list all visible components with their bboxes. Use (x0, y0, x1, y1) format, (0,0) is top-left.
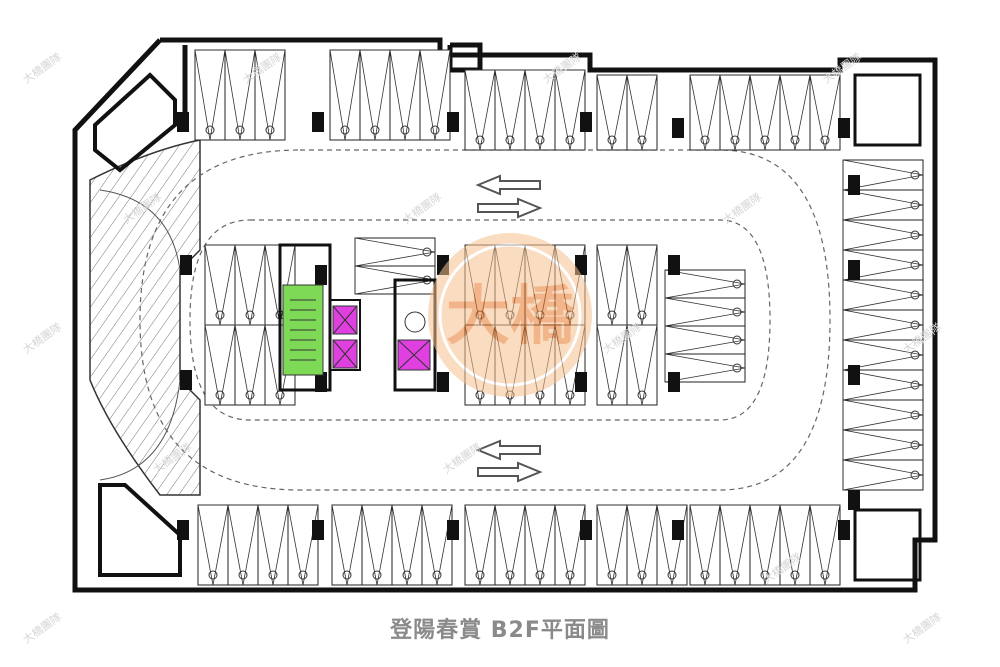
parking-stall-icon (421, 504, 453, 586)
parking-stall-icon (664, 325, 746, 355)
parking-stall-icon (204, 324, 236, 406)
upper-left-ramp (93, 72, 177, 173)
parking-stall-icon (287, 504, 319, 586)
parking-stall-icon (842, 429, 924, 461)
parking-stall-icon (719, 74, 751, 151)
b2f-floor-plan: 大橋 (72, 37, 938, 593)
parking-stall-icon (749, 504, 781, 586)
brand-logo: 大橋 (428, 233, 592, 397)
parking-stall-icon (254, 49, 286, 141)
parking-stall-icon (779, 504, 811, 586)
parking-stall-icon (419, 49, 451, 141)
plan-caption: 登陽春賞 B2F平面圖 (390, 618, 610, 643)
parking-stall-icon (354, 237, 436, 267)
parking-stall-icon (809, 504, 841, 586)
parking-stall-icon (842, 279, 924, 311)
parking-stall-icon (554, 69, 586, 151)
parking-stall-icon (524, 504, 556, 586)
parking-stall-icon (204, 244, 236, 326)
parking-stall-icon (197, 504, 229, 586)
parking-stall-icon (234, 244, 266, 326)
arrow-left-icon (475, 174, 541, 196)
parking-stall-icon (464, 69, 496, 151)
lower-left-room (98, 483, 182, 577)
parking-stall-icon (842, 219, 924, 251)
arrow-right-icon (477, 461, 543, 483)
parking-stall-icon (596, 74, 628, 151)
parking-stall-icon (494, 69, 526, 151)
parking-stall-icon (234, 324, 266, 406)
parking-stall-icon (626, 504, 658, 586)
parking-stall-icon (842, 459, 924, 491)
central-core (278, 243, 437, 392)
parking-stall-icon (809, 74, 841, 151)
structural-columns (177, 112, 860, 540)
right-room (853, 73, 922, 147)
parking-stall-icon (596, 244, 628, 326)
parking-stall-icon (842, 339, 924, 371)
parking-stall-icon (361, 504, 393, 586)
svg-text:大橋: 大橋 (446, 280, 575, 354)
parking-stall-icon (227, 504, 259, 586)
parking-stall-icon (664, 297, 746, 327)
parking-stall-icon (494, 504, 526, 586)
parking-stall-icon (596, 324, 628, 406)
parking-stall-icon (331, 504, 363, 586)
parking-stall-icon (842, 309, 924, 341)
right-lower-room (853, 508, 922, 582)
parking-stall-icon (842, 399, 924, 431)
parking-stall-icon (554, 504, 586, 586)
parking-stall-icon (389, 49, 421, 141)
ramp-area (89, 139, 201, 496)
parking-stall-icon (626, 244, 658, 326)
arrow-left-icon (475, 439, 541, 461)
parking-stall-icon (626, 74, 658, 151)
parking-stall-icon (224, 49, 256, 141)
parking-stall-icon (626, 324, 658, 406)
parking-stall-icon (329, 49, 361, 141)
parking-stall-icon (464, 504, 496, 586)
parking-stall-icon (524, 69, 556, 151)
parking-stall-icon (391, 504, 423, 586)
arrow-right-icon (477, 197, 543, 219)
parking-stall-icon (719, 504, 751, 586)
parking-stall-icon (689, 504, 721, 586)
parking-stall-icon (656, 504, 688, 586)
parking-stall-icon (257, 504, 289, 586)
parking-stall-icon (779, 74, 811, 151)
parking-stall-icon (689, 74, 721, 151)
parking-stall-icon (194, 49, 226, 141)
aisle-loop (139, 149, 831, 491)
parking-stall-icon (749, 74, 781, 151)
parking-stall-icon (359, 49, 391, 141)
parking-stall-icon (596, 504, 628, 586)
